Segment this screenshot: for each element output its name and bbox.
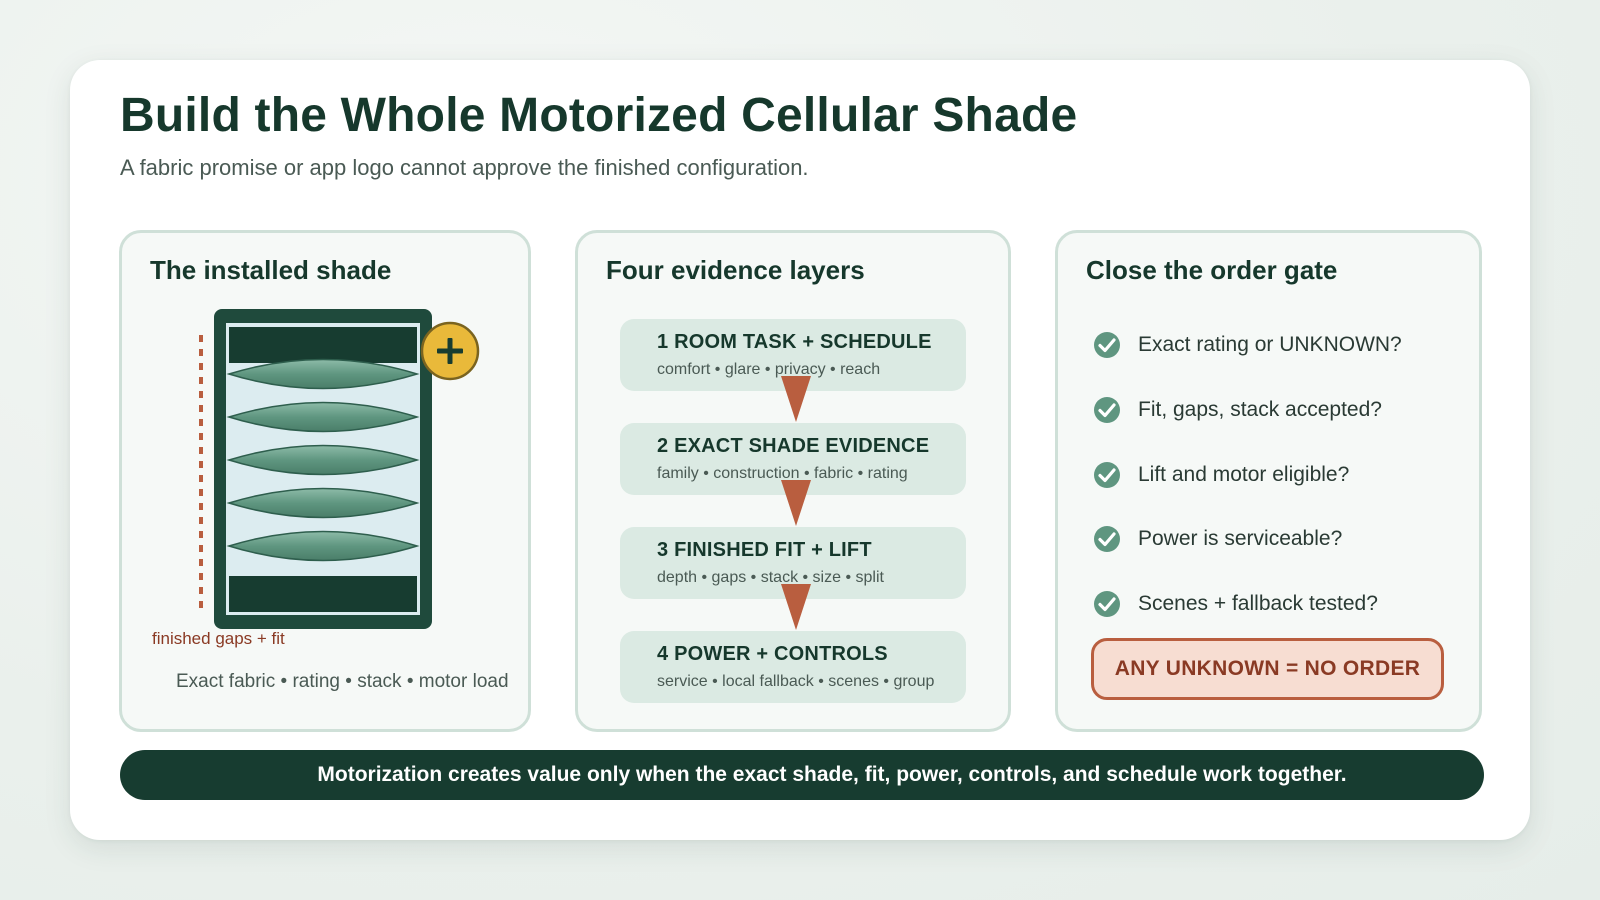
layer-subtitle: family • construction • fabric • rating — [657, 465, 908, 482]
no-order-gate-badge: ANY UNKNOWN = NO ORDER — [1091, 638, 1444, 700]
banner-text: Motorization creates value only when the… — [317, 763, 1347, 786]
main-card: Build the Whole Motorized Cellular Shade… — [70, 60, 1530, 840]
checkmark-icon — [1094, 591, 1120, 617]
shade-cell — [226, 444, 420, 476]
layer-title: 4 POWER + CONTROLS — [657, 643, 888, 665]
layer-title: 2 EXACT SHADE EVIDENCE — [657, 435, 930, 457]
evidence-layers-panel: Four evidence layers 1 ROOM TASK + SCHED… — [575, 230, 1011, 732]
gate-text: ANY UNKNOWN = NO ORDER — [1114, 657, 1421, 680]
installed-shade-panel: The installed shade — [119, 230, 531, 732]
panel-title-gate: Close the order gate — [1086, 255, 1338, 285]
layer-title: 1 ROOM TASK + SCHEDULE — [657, 331, 932, 353]
layer-subtitle: service • local fallback • scenes • grou… — [657, 673, 935, 690]
shade-illustration — [199, 309, 480, 629]
shade-cell — [226, 487, 420, 519]
page-title: Build the Whole Motorized Cellular Shade — [120, 89, 1078, 142]
shade-cells — [226, 358, 420, 562]
checkmark-icon — [1094, 526, 1120, 552]
page-subtitle: A fabric promise or app logo cannot appr… — [120, 155, 809, 180]
check-item: Fit, gaps, stack accepted? — [1092, 395, 1382, 425]
shade-cell — [226, 401, 420, 433]
check-text: Power is serviceable? — [1138, 527, 1343, 550]
checkmark-icon — [1094, 397, 1120, 423]
arrow-down-icon — [781, 584, 811, 630]
check-text: Scenes + fallback tested? — [1138, 592, 1378, 615]
order-gate-panel: Close the order gate Exact rating or UNK… — [1055, 230, 1482, 732]
check-text: Lift and motor eligible? — [1138, 463, 1350, 486]
check-item: Exact rating or UNKNOWN? — [1092, 330, 1402, 360]
checkmark-icon — [1094, 462, 1120, 488]
panel-title-installed: The installed shade — [150, 255, 392, 285]
check-text: Exact rating or UNKNOWN? — [1138, 333, 1402, 356]
arrow-down-icon — [781, 480, 811, 526]
check-text: Fit, gaps, stack accepted? — [1138, 398, 1382, 421]
panel-title-layers: Four evidence layers — [606, 255, 865, 285]
checkmark-icon — [1094, 332, 1120, 358]
shade-cell — [226, 358, 420, 390]
head-rail — [229, 327, 417, 363]
shade-cell — [226, 530, 420, 562]
check-item: Power is serviceable? — [1092, 524, 1342, 554]
plus-icon — [420, 321, 480, 381]
layer-subtitle: depth • gaps • stack • size • split — [657, 569, 884, 586]
fit-caption: finished gaps + fit — [152, 629, 285, 648]
bottom-rail — [229, 576, 417, 612]
load-caption: Exact fabric • rating • stack • motor lo… — [176, 671, 509, 692]
layer-power-controls: 4 POWER + CONTROLS service • local fallb… — [620, 631, 966, 703]
check-item: Scenes + fallback tested? — [1092, 589, 1378, 619]
layer-title: 3 FINISHED FIT + LIFT — [657, 539, 872, 561]
layer-room-task: 1 ROOM TASK + SCHEDULE comfort • glare •… — [620, 319, 966, 391]
check-item: Lift and motor eligible? — [1092, 460, 1349, 490]
arrow-down-icon — [781, 376, 811, 422]
summary-banner: Motorization creates value only when the… — [120, 750, 1484, 800]
layer-subtitle: comfort • glare • privacy • reach — [657, 361, 881, 378]
